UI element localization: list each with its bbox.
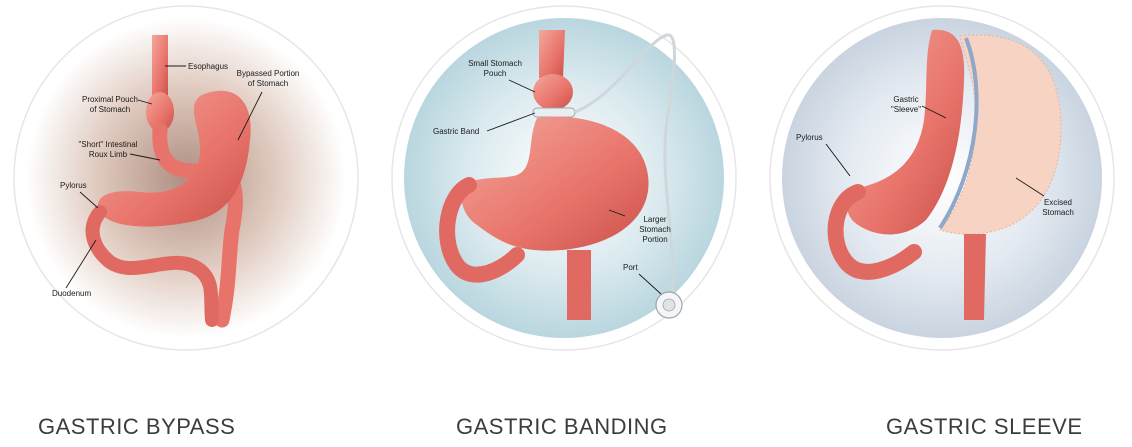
label-gastric-1: Gastric [893, 95, 918, 104]
port-device-center [663, 299, 675, 311]
gastric-bypass-illustration: Esophagus Bypassed Portion of Stomach Pr… [0, 0, 377, 400]
label-port: Port [623, 263, 638, 272]
label-small-1: Small Stomach [468, 59, 522, 68]
gastric-bypass-panel: Esophagus Bypassed Portion of Stomach Pr… [0, 0, 377, 447]
gastric-banding-illustration: Small Stomach Pouch Gastric Band Larger … [377, 0, 754, 400]
gastric-bypass-title: GASTRIC BYPASS [38, 414, 235, 440]
label-band: Gastric Band [433, 127, 479, 136]
gastric-sleeve-illustration: Gastric "Sleeve" Pylorus Excised Stomach [754, 0, 1132, 400]
gastric-banding-title: GASTRIC BANDING [456, 414, 668, 440]
label-esophagus: Esophagus [188, 62, 228, 71]
small-pouch-shape [533, 74, 573, 110]
label-small-2: Pouch [484, 69, 507, 78]
gastric-sleeve-panel: Gastric "Sleeve" Pylorus Excised Stomach… [754, 0, 1131, 447]
label-proximal-2: of Stomach [90, 105, 130, 114]
gastric-sleeve-title: GASTRIC SLEEVE [886, 414, 1083, 440]
label-proximal-1: Proximal Pouch [82, 95, 138, 104]
label-pylorus: Pylorus [60, 181, 87, 190]
esophagus-shape [539, 30, 565, 78]
label-short-1: "Short" Intestinal [78, 140, 137, 149]
label-bypassed-1: Bypassed Portion [237, 69, 300, 78]
label-larger-2: Stomach [639, 225, 671, 234]
intestine-shape [964, 234, 986, 320]
label-short-2: Roux Limb [89, 150, 128, 159]
label-excised-2: Stomach [1042, 208, 1074, 217]
intestine-shape [567, 250, 591, 320]
gastric-band-shape [533, 108, 575, 117]
esophagus-shape [152, 35, 168, 98]
label-pylorus: Pylorus [796, 133, 823, 142]
label-duodenum: Duodenum [52, 289, 91, 298]
label-larger-3: Portion [642, 235, 667, 244]
label-bypassed-2: of Stomach [248, 79, 288, 88]
label-gastric-2: "Sleeve" [891, 105, 921, 114]
label-larger-1: Larger [643, 215, 666, 224]
label-excised-1: Excised [1044, 198, 1072, 207]
gastric-banding-panel: Small Stomach Pouch Gastric Band Larger … [377, 0, 754, 447]
